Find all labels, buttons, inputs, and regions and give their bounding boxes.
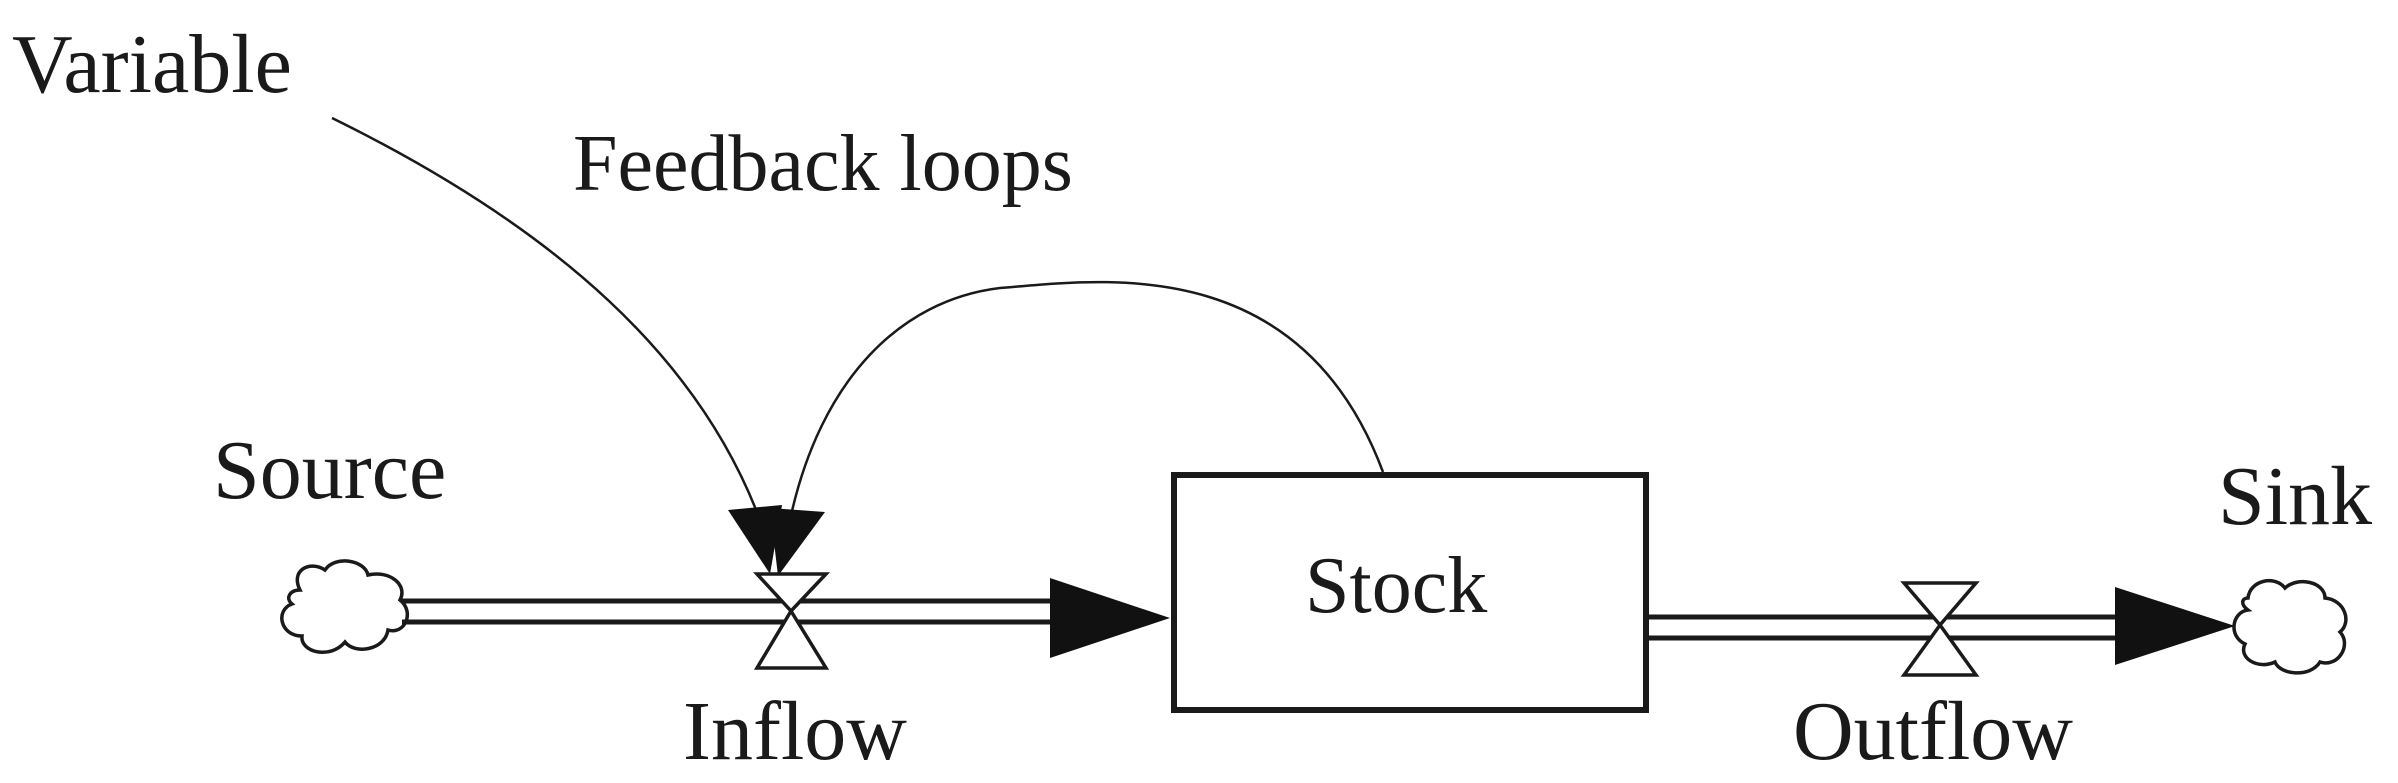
inflow-arrowhead	[1050, 578, 1170, 658]
feedback-loops-label: Feedback loops	[573, 120, 1073, 208]
source-cloud-icon	[280, 559, 410, 654]
sink-label: Sink	[2218, 450, 2372, 543]
stock-box	[1171, 472, 1649, 713]
inflow-label: Inflow	[683, 685, 907, 778]
stock-label: Stock	[1305, 542, 1487, 630]
source-label: Source	[213, 424, 446, 517]
feedback-arrowhead	[770, 508, 825, 576]
variable-label: Variable	[12, 18, 292, 111]
outflow-valve-icon	[1900, 581, 1980, 677]
feedback-loop-arrow	[788, 280, 1385, 521]
variable-arrowhead	[728, 505, 782, 574]
sink-cloud-icon	[2232, 578, 2348, 675]
outflow-arrowhead	[2115, 587, 2235, 665]
outflow-label: Outflow	[1793, 685, 2073, 778]
inflow-valve-icon	[753, 572, 831, 670]
variable-influence-arrow	[331, 116, 762, 521]
